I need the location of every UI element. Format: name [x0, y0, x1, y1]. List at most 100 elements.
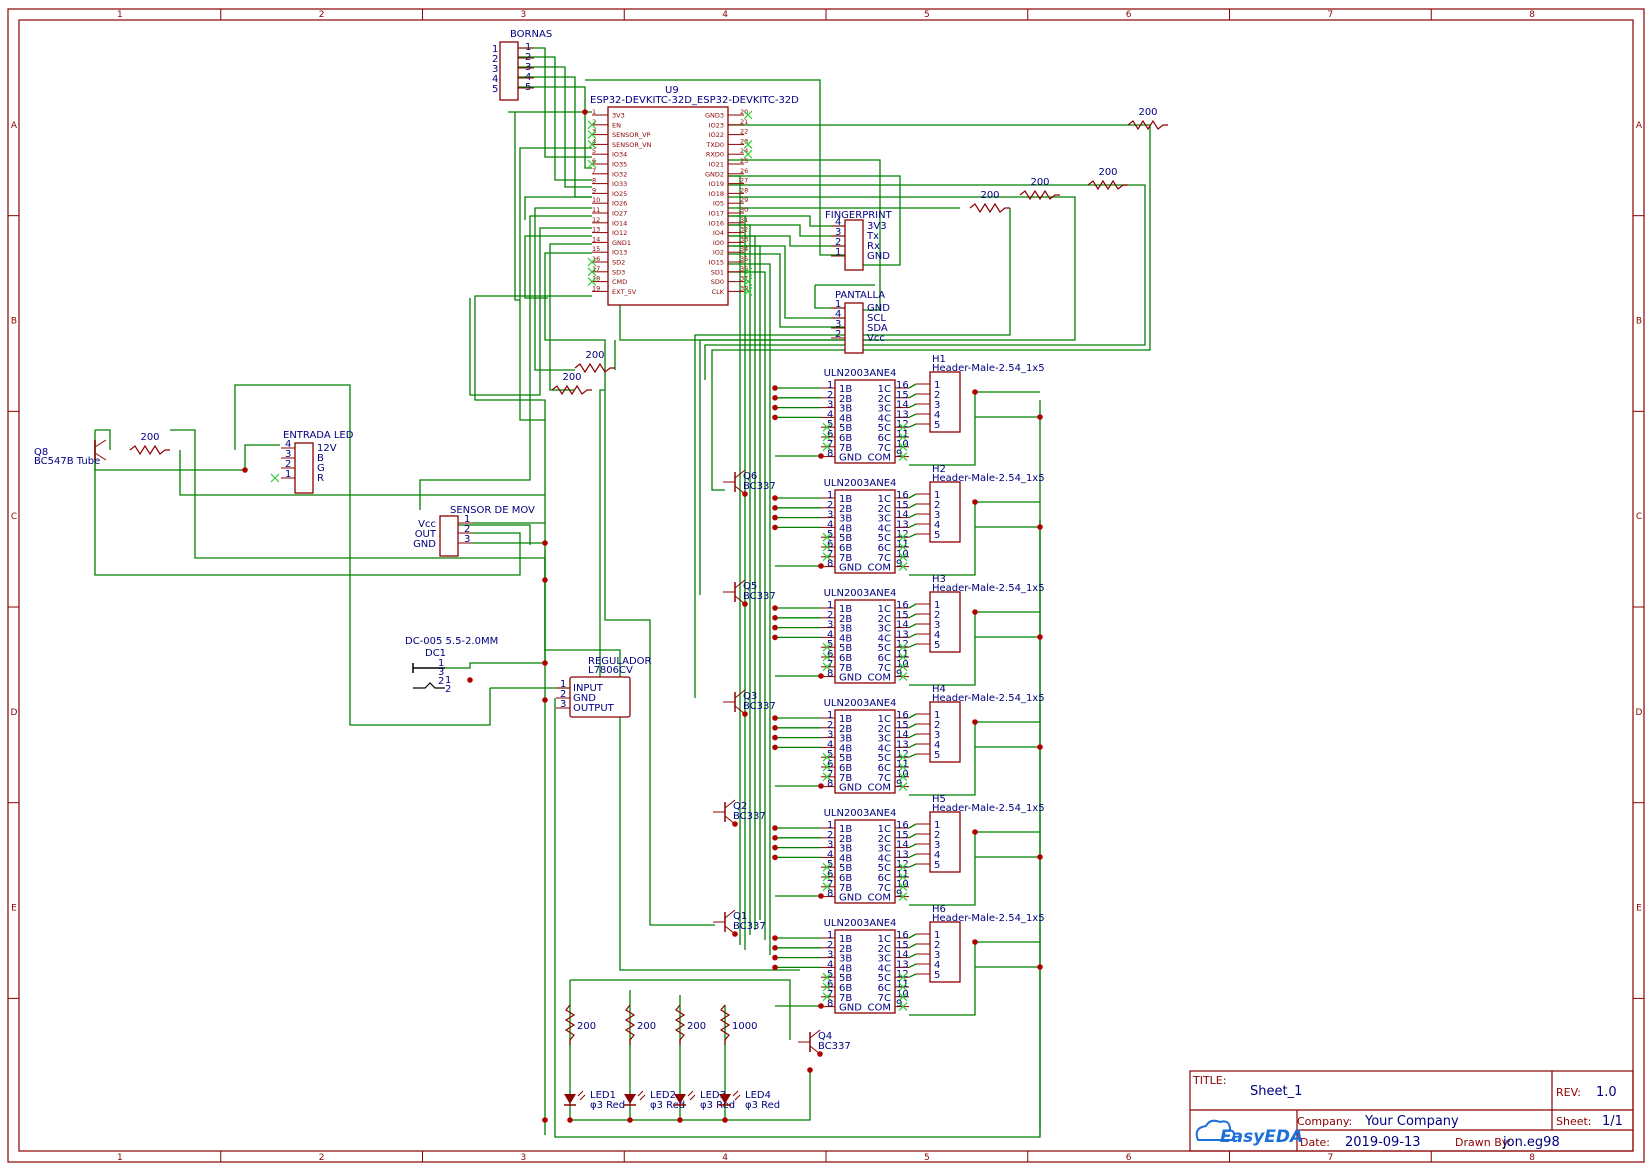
uln-right-name: 6C: [878, 543, 891, 554]
esp-left-pin-label: 3V3: [612, 112, 625, 120]
uln-right-name: 5C: [878, 863, 891, 874]
esp-left-pin-num: 13: [592, 226, 600, 234]
esp-left-pin-num: 8: [592, 177, 596, 185]
uln-left-name: 1B: [839, 604, 852, 615]
uln-right-name: 1C: [878, 934, 891, 945]
fingerprint-pin-name: Rx: [867, 241, 880, 252]
uln-left-num: 3: [827, 510, 833, 521]
uln-left-name: 7B: [839, 443, 852, 454]
header-pin: 4: [934, 630, 940, 641]
pantalla-pin-name: GND: [867, 303, 890, 314]
uln-left-name: 1B: [839, 824, 852, 835]
uln-right-num: 14: [896, 950, 909, 961]
header-pin: 2: [934, 830, 940, 841]
junction-dot: [772, 825, 778, 831]
junction-dot: [772, 854, 778, 861]
dc1-value: DC-005 5.5-2.0MM: [405, 636, 498, 647]
uln-left-num: 8: [827, 779, 833, 790]
uln-left-num: 8: [827, 449, 833, 460]
header-pin: 4: [934, 740, 940, 751]
esp-left-pin-label: IO32: [612, 170, 627, 178]
no-connect-icon: [587, 267, 597, 277]
uln-left-name: 5B: [839, 973, 852, 984]
no-connect-icon: [822, 862, 832, 872]
uln-left-name: 5B: [839, 753, 852, 764]
junction-dot: [742, 711, 748, 717]
esp-left-pin-num: 4: [592, 137, 596, 145]
no-connect-icon: [822, 772, 832, 782]
company-label: Company:: [1297, 1115, 1352, 1128]
junction-dot: [542, 660, 548, 666]
transistor-ref: Q3: [743, 691, 757, 702]
esp-right-pin-label: SD1: [711, 268, 724, 276]
uln-left-name: 6B: [839, 653, 852, 664]
bornas-label: BORNAS: [510, 29, 552, 40]
row-label: E: [11, 904, 17, 914]
no-connect-icon: [898, 452, 908, 462]
uln-right-name: 5C: [878, 973, 891, 984]
no-connect-icon: [587, 130, 597, 140]
header-pin: 5: [934, 970, 940, 981]
uln-right-name: 6C: [878, 653, 891, 664]
uln-left-name: 7B: [839, 773, 852, 784]
uln-left-name: 3B: [839, 404, 852, 415]
uln-right-name: COM: [868, 783, 891, 794]
column-label: 4: [722, 1153, 728, 1163]
no-connect-icon: [822, 432, 832, 442]
dc1-pin-num: 1: [438, 658, 444, 669]
esp-left-pin-label: GND1: [612, 239, 631, 247]
junction-dot: [772, 964, 778, 971]
header-ref: H3: [932, 574, 946, 585]
led-value: φ3 Red: [590, 1100, 625, 1111]
no-connect-icon: [822, 762, 832, 772]
resistor-value: 200: [140, 432, 159, 443]
bornas-pin-left: 5: [492, 84, 498, 95]
uln-right-num: 11: [896, 979, 909, 990]
row-label: C: [11, 512, 17, 522]
no-connect-icon: [822, 422, 832, 432]
junction-dot: [772, 495, 778, 501]
uln-left-name: GND: [839, 673, 862, 684]
junction-dot: [772, 414, 778, 421]
header-pin: 3: [934, 510, 940, 521]
header-group: H1Header-Male-2.54_1x512345H2Header-Male…: [775, 354, 1045, 1016]
uln-left-name: 2B: [839, 394, 852, 405]
junction-dot: [742, 491, 748, 497]
uln-right-name: 5C: [878, 533, 891, 544]
no-connect-icon: [587, 159, 597, 169]
pantalla-label: PANTALLA: [835, 290, 885, 301]
uln-right-name: 2C: [878, 504, 891, 515]
header-pin: 5: [934, 860, 940, 871]
uln-right-name: 7C: [878, 553, 891, 564]
regulator-pin-num: 2: [560, 689, 566, 700]
dc1-pin-num: 3: [438, 667, 444, 678]
u9-ref: U9: [665, 85, 679, 96]
header-pin: 4: [934, 410, 940, 421]
junction-dot: [677, 1117, 683, 1123]
no-connect-icon: [898, 862, 908, 872]
uln-right-num: 16: [896, 820, 909, 831]
header-pin: 2: [934, 500, 940, 511]
sensor-pin-num: 1: [464, 514, 470, 525]
no-connect-icon: [743, 149, 753, 159]
junction-dot: [772, 404, 778, 411]
uln-left-name: 5B: [839, 863, 852, 874]
uln-right-num: 9: [896, 779, 902, 790]
junction-dot: [1037, 524, 1043, 530]
uln-right-name: COM: [868, 893, 891, 904]
fingerprint-pin-num: 3: [835, 227, 841, 238]
uln-right-name: 7C: [878, 993, 891, 1004]
uln-left-num: 3: [827, 620, 833, 631]
uln-left-name: 4B: [839, 963, 852, 974]
no-connect-icon: [898, 982, 908, 992]
uln-right-num: 12: [896, 419, 909, 430]
header-pin: 3: [934, 620, 940, 631]
uln-left-num: 4: [827, 959, 833, 970]
uln-right-name: 5C: [878, 423, 891, 434]
led-value: φ3 Red: [700, 1100, 735, 1111]
uln-left-num: 1: [827, 710, 833, 721]
